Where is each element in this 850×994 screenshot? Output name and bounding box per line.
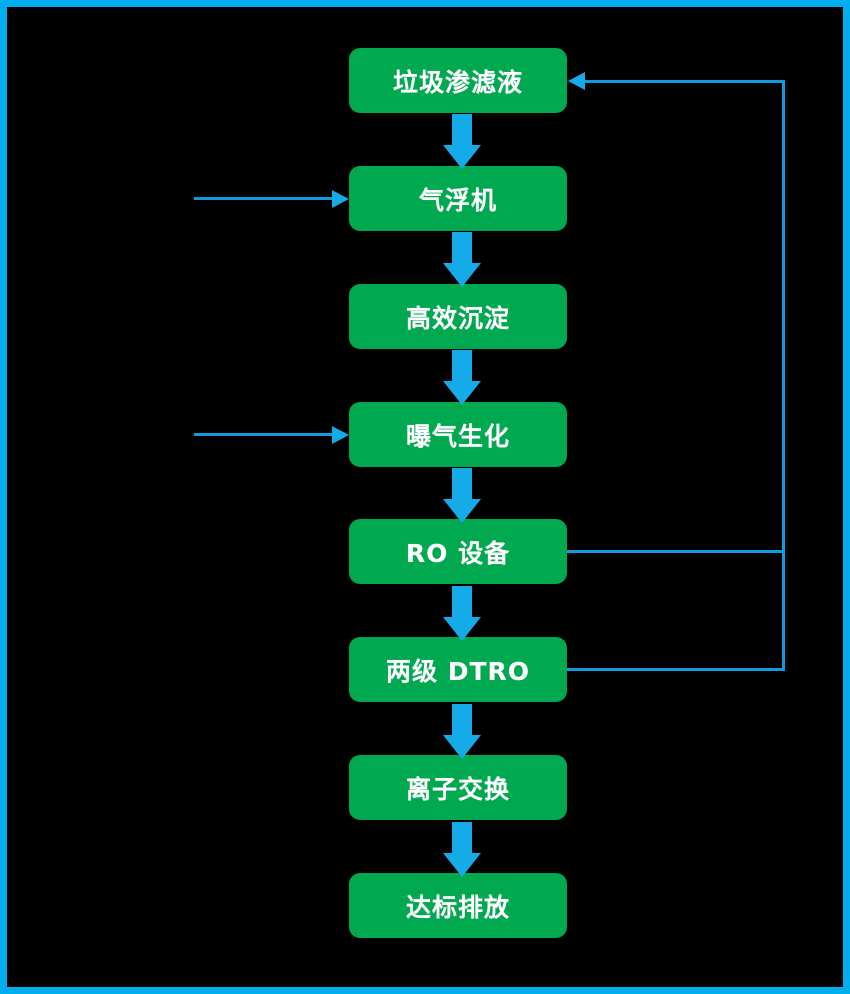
arrow-daf-to-settling [443,232,481,287]
arrow-head [443,263,481,287]
feed-arrow-head [332,426,349,444]
feed-arrow-line [194,433,334,436]
arrow-dtro-to-ionex [443,704,481,759]
arrow-shaft [452,350,472,383]
node-dtro[interactable]: 两级 DTRO [349,637,567,702]
arrow-shaft [452,468,472,501]
arrow-ionex-to-discharge [443,822,481,877]
arrow-shaft [452,114,472,147]
arrow-head [443,499,481,523]
arrow-shaft [452,822,472,855]
arrow-shaft [452,704,472,737]
arrow-head [443,145,481,169]
arrow-leachate-to-daf [443,114,481,169]
arrow-head [443,617,481,641]
node-ionex[interactable]: 离子交换 [349,755,567,820]
recirculation-segment-horizontal [567,550,785,553]
node-discharge[interactable]: 达标排放 [349,873,567,938]
arrow-settling-to-aeration [443,350,481,405]
recirculation-riser [782,80,785,671]
node-ro[interactable]: RO 设备 [349,519,567,584]
arrow-head [443,853,481,877]
arrow-head [443,735,481,759]
node-daf[interactable]: 气浮机 [349,166,567,231]
node-settling[interactable]: 高效沉淀 [349,284,567,349]
feed-arrow-line [194,197,334,200]
arrow-aeration-to-ro [443,468,481,523]
node-leachate[interactable]: 垃圾渗滤液 [349,48,567,113]
arrow-head [443,381,481,405]
recirculation-return-top [585,80,785,83]
arrow-ro-to-dtro [443,586,481,641]
arrow-shaft [452,586,472,619]
arrow-shaft [452,232,472,265]
recirculation-arrow-head [568,72,585,90]
feed-arrow-head [332,190,349,208]
node-aeration[interactable]: 曝气生化 [349,402,567,467]
recirculation-segment-horizontal [567,668,785,671]
